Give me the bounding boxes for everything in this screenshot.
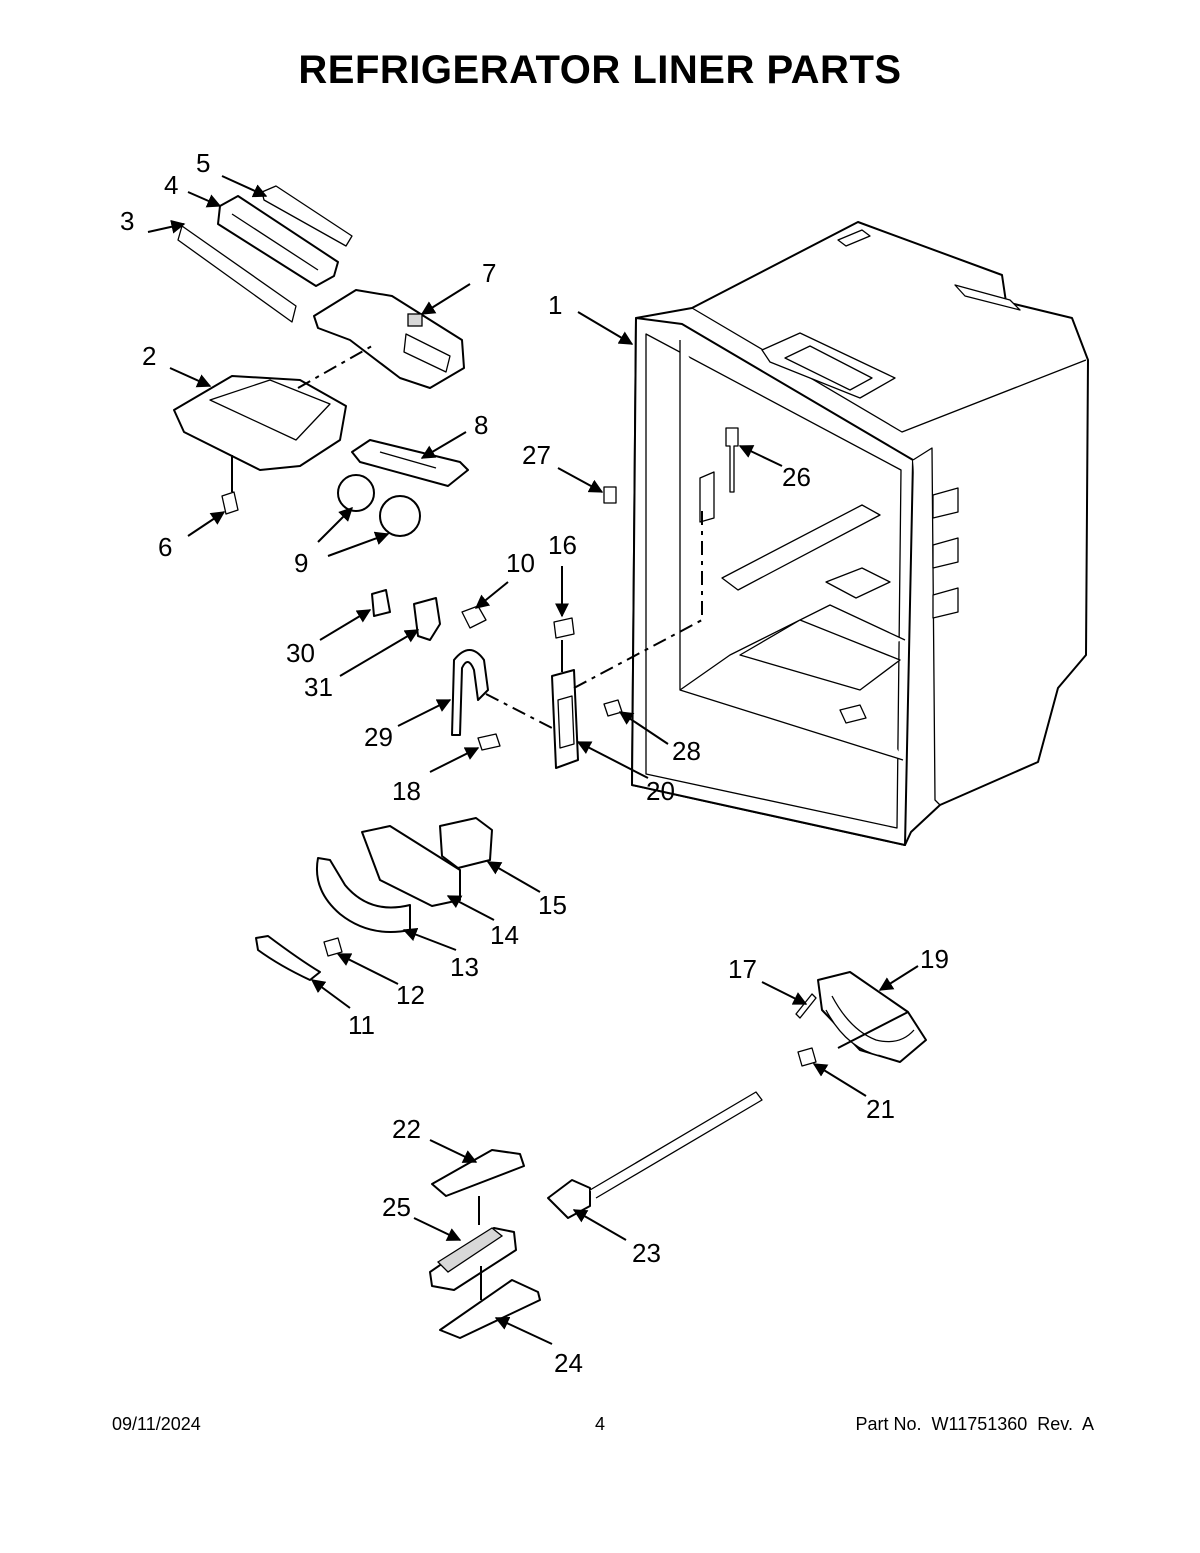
callout-26: 26	[782, 462, 811, 492]
trim-piece	[255, 935, 321, 981]
callout-30: 30	[286, 638, 315, 668]
callout-16: 16	[548, 530, 577, 560]
callout-15: 15	[538, 890, 567, 920]
callout-31: 31	[304, 672, 333, 702]
callout-6: 6	[158, 532, 172, 562]
water-line-valve	[547, 1179, 591, 1219]
callout-24: 24	[554, 1348, 583, 1378]
assembly-line	[573, 510, 703, 689]
callout-22: 22	[392, 1114, 421, 1144]
callout-28: 28	[672, 736, 701, 766]
filter-cartridge	[429, 1227, 517, 1291]
page-number: 4	[594, 1414, 605, 1434]
page-title: REFRIGERATOR LINER PARTS	[298, 48, 902, 92]
assembly-line	[297, 345, 373, 389]
part-number: Part No. W11751360 Rev. A	[855, 1414, 1094, 1434]
small-clip	[603, 486, 617, 504]
callout-23: 23	[632, 1238, 661, 1268]
filter-housing-top	[431, 1149, 525, 1197]
screw-21	[797, 1047, 817, 1067]
damper-switch	[371, 589, 391, 617]
callout-25: 25	[382, 1192, 411, 1222]
sensor-17	[795, 993, 817, 1019]
control-module	[439, 817, 493, 869]
callout-12: 12	[396, 980, 425, 1010]
air-tower-cover	[313, 289, 465, 389]
callout-2: 2	[142, 341, 156, 371]
callout-27: 27	[522, 440, 551, 470]
callout-3: 3	[120, 206, 134, 236]
callout-29: 29	[364, 722, 393, 752]
assembly-line	[485, 693, 553, 729]
callout-13: 13	[450, 952, 479, 982]
callout-11: 11	[348, 1010, 375, 1040]
callout-19: 19	[920, 944, 949, 974]
callout-10: 10	[506, 548, 535, 578]
damper-bracket	[413, 597, 441, 641]
fan-upper	[337, 474, 375, 512]
callout-7: 7	[482, 258, 496, 288]
callout-18: 18	[392, 776, 421, 806]
tube-clip	[477, 733, 501, 751]
control-bracket	[261, 185, 353, 247]
callout-17: 17	[728, 954, 757, 984]
retainer-clip	[461, 605, 487, 629]
callout-14: 14	[490, 920, 519, 950]
callout-4: 4	[164, 170, 178, 200]
callout-5: 5	[196, 148, 210, 178]
water-tube	[451, 649, 489, 736]
refrigerator-liner	[631, 221, 1089, 846]
callout-21: 21	[866, 1094, 895, 1124]
callout-labels: 1 2 3 4 5 6 7 8 9 10 11 12 13 14 15 16 1…	[120, 148, 949, 1378]
clip	[221, 491, 239, 515]
callout-20: 20	[646, 776, 675, 806]
callout-1: 1	[548, 290, 562, 320]
callout-9: 9	[294, 548, 308, 578]
air-duct	[351, 439, 469, 487]
trim-strip	[177, 225, 297, 323]
footer-date: 09/11/2024	[112, 1414, 201, 1434]
thermistor	[725, 427, 739, 493]
screw-12	[323, 937, 343, 957]
filter-housing-bottom	[439, 1279, 541, 1339]
gasket	[553, 617, 575, 639]
fan-lower	[379, 495, 421, 537]
callout-8: 8	[474, 410, 488, 440]
handle-cover	[316, 857, 411, 933]
leader-arrows	[147, 175, 919, 1345]
screw-28	[603, 699, 623, 717]
